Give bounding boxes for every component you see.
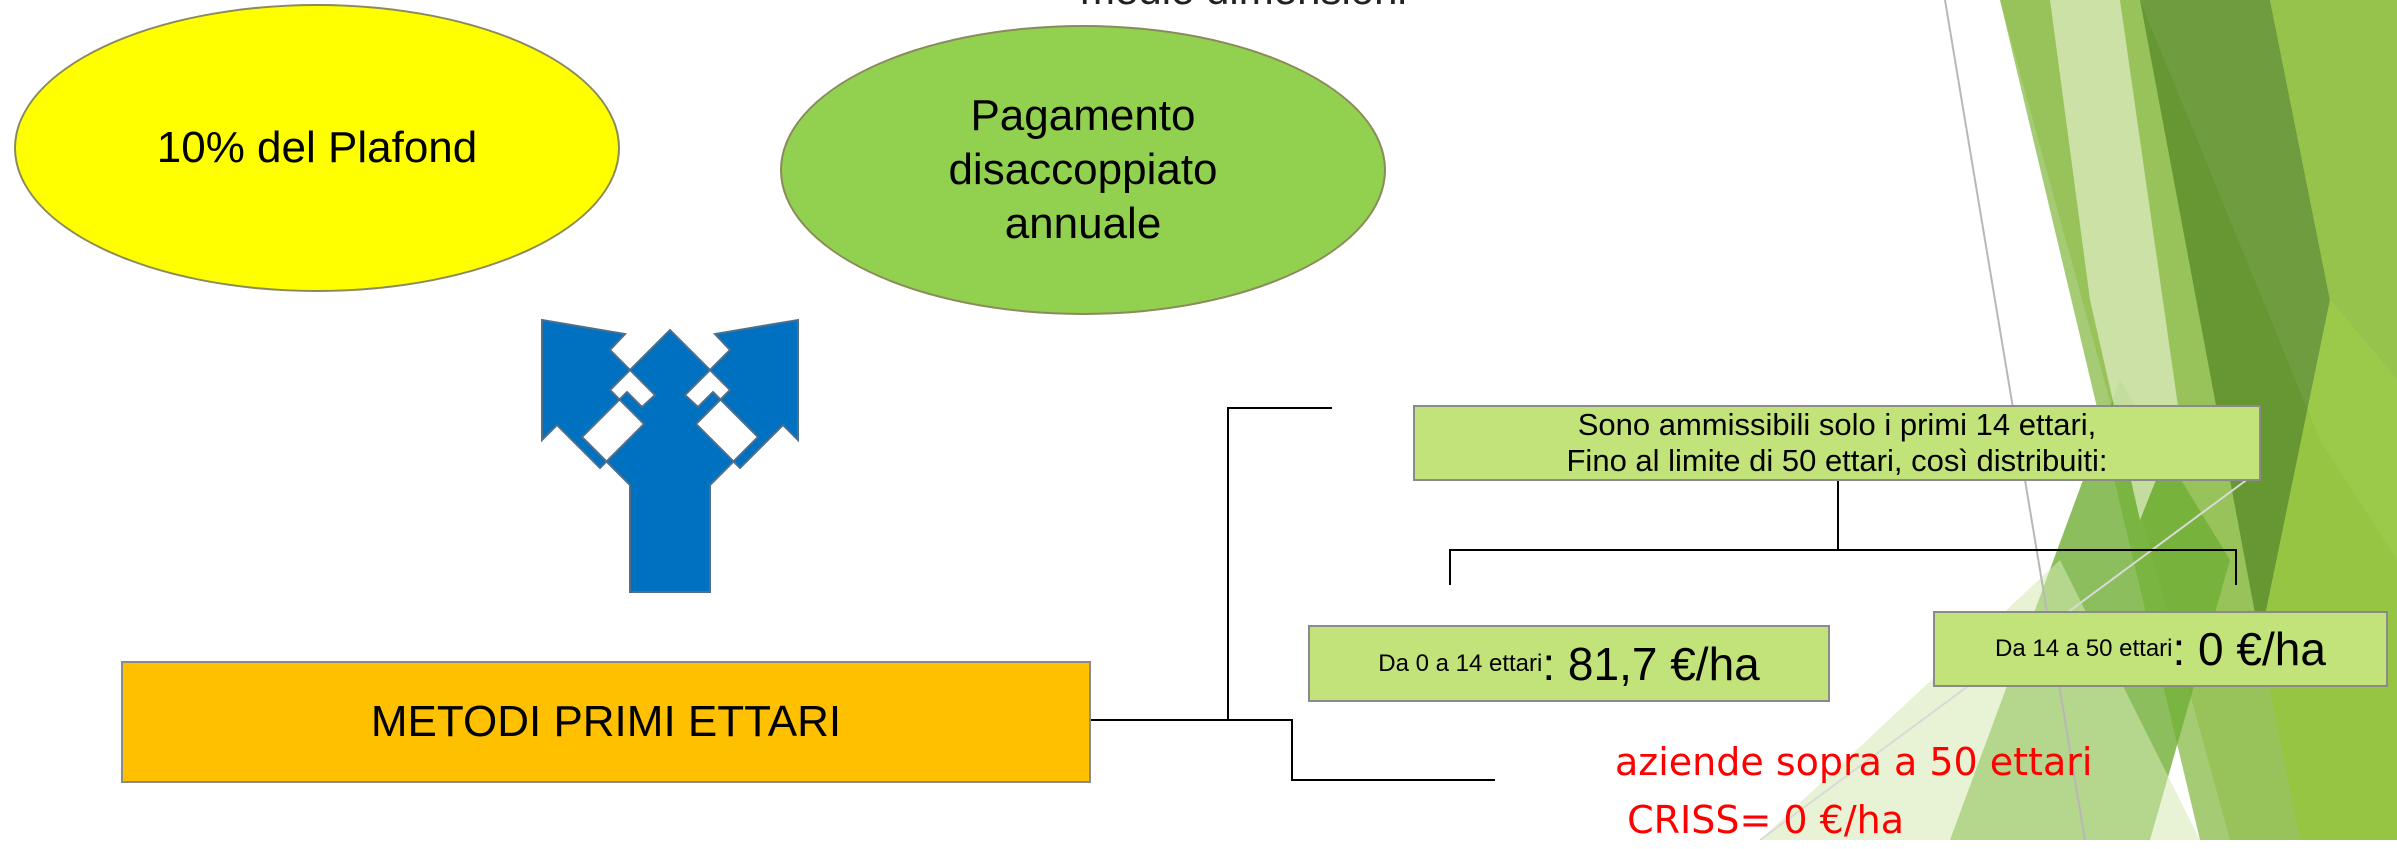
payment-line-1: Pagamento xyxy=(970,91,1196,141)
eligibility-line-2: Fino al limite di 50 ettari, così distri… xyxy=(1566,443,2108,478)
plafond-text: 10% del Plafond xyxy=(156,123,478,173)
criss-note-line-2: CRISS= 0 €/ha xyxy=(1615,798,1904,842)
tier-1-label: Da 0 a 14 ettari xyxy=(1378,649,1543,677)
plafond-ellipse: 10% del Plafond xyxy=(14,4,620,292)
main-method-label: METODI PRIMI ETTARI xyxy=(370,697,842,746)
tier-2-label: Da 14 a 50 ettari xyxy=(1995,635,2173,662)
payment-ellipse: Pagamento disaccoppiato annuale xyxy=(780,25,1386,315)
tier-2-value: : 0 €/ha xyxy=(2172,623,2326,675)
payment-line-3: annuale xyxy=(1004,198,1162,248)
eligibility-box: Sono ammissibili solo i primi 14 ettari,… xyxy=(1413,405,2261,481)
main-method-box: METODI PRIMI ETTARI xyxy=(121,661,1091,783)
tier-1-box: Da 0 a 14 ettari : 81,7 €/ha xyxy=(1308,625,1830,702)
tier-2-box: Da 14 a 50 ettari : 0 €/ha xyxy=(1933,611,2388,687)
tier-1-value: : 81,7 €/ha xyxy=(1542,637,1760,690)
fork-arrow-icon xyxy=(541,318,799,593)
payment-line-2: disaccoppiato xyxy=(948,145,1218,195)
top-cut-text: medie dimensioni xyxy=(1080,0,1407,14)
criss-note: aziende sopra a 50 ettari CRISS= 0 €/ha xyxy=(1615,733,2092,849)
criss-note-line-1: aziende sopra a 50 ettari xyxy=(1615,740,2093,784)
eligibility-line-1: Sono ammissibili solo i primi 14 ettari, xyxy=(1577,407,2097,442)
